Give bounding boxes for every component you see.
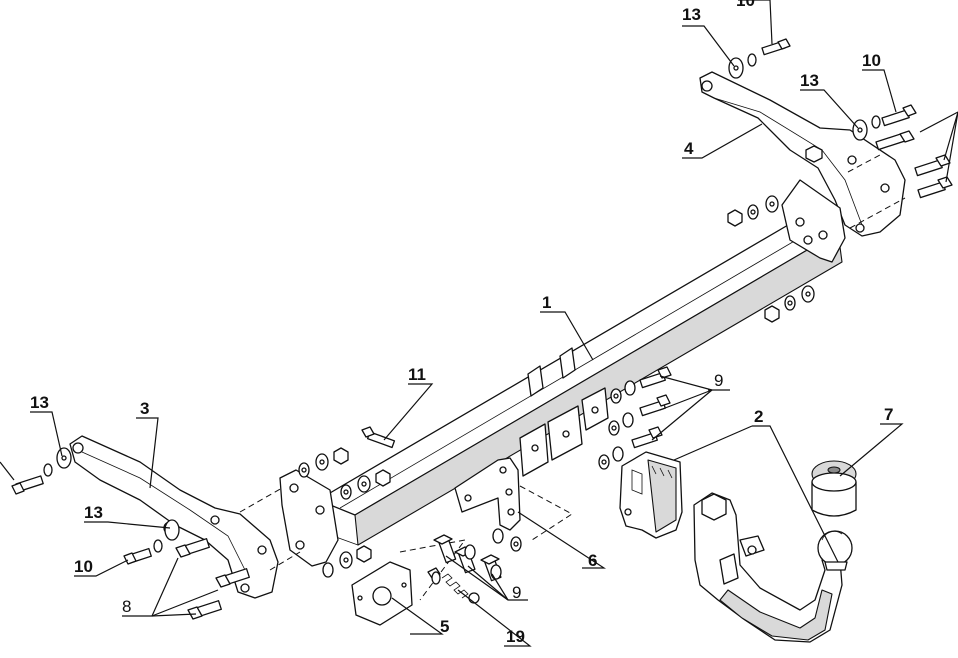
part-label-8: 8 [122,597,131,616]
socket-plate [351,561,413,626]
part-label-7: 7 [884,405,893,424]
bolt [433,534,457,564]
part-label-13-lower: 13 [84,503,103,522]
part-label-10-top: 10 [736,0,755,10]
side-bracket-right [699,71,906,237]
part-label-10-right: 10 [862,51,881,70]
bolt [639,366,672,389]
bolt [761,38,791,56]
main-crossbar [279,179,846,567]
part-label-13-top: 13 [682,5,701,24]
socket-bracket [454,457,521,531]
neck-mount-block [619,451,683,539]
bolt [639,394,671,417]
part-label-1: 1 [542,293,551,312]
part-label-19: 19 [506,627,525,646]
bolt [914,154,951,177]
side-bracket-left [69,435,279,599]
part-label-13-right: 13 [800,71,819,90]
part-label-9-right: 9 [714,371,723,390]
part-label-3: 3 [140,399,149,418]
part-label-4: 4 [684,139,694,158]
bolt [875,130,915,151]
assembly-guides [239,154,906,601]
part-label-11: 11 [408,365,426,384]
part-label-5: 5 [440,617,449,636]
part-label-2: 2 [754,407,763,426]
bolt [11,475,44,495]
part-label-10-left: 10 [74,557,93,576]
nuts-washers-group [43,53,881,585]
bolt [361,426,396,449]
bolt [881,104,917,127]
part-label-6: 6 [588,551,597,570]
part-label-9-bottom: 9 [512,583,521,602]
part-labels: 1 2 3 4 5 6 7 8 9 9 10 10 10 11 13 13 13… [30,0,893,646]
bolt [187,600,222,620]
bolts-group [11,38,953,620]
part-label-13-left: 13 [30,393,49,412]
bolt [175,538,210,558]
bolt [917,176,953,199]
bolt [631,426,663,449]
bolt [215,568,250,588]
ball-cap [811,460,857,517]
bolt [123,547,152,565]
